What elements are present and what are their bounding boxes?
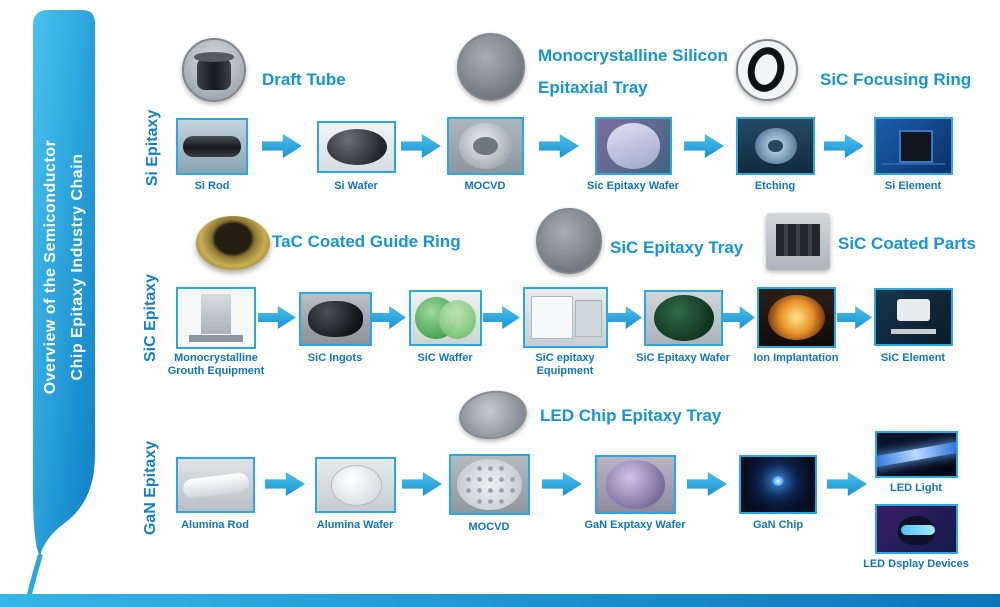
- step-label-etching: Etching: [754, 180, 796, 192]
- callout-label-mono-si-epitaxial-tray: Monocrystalline Silicon Epitaxial Tray: [538, 46, 728, 97]
- arrow-icon: [262, 134, 302, 158]
- callout-label-led-chip-epitaxy-tray: LED Chip Epitaxy Tray: [540, 406, 722, 425]
- arrow-icon: [402, 472, 442, 496]
- si-element-photo: [874, 117, 953, 175]
- arrow-icon: [687, 472, 727, 496]
- arrow-icon: [542, 472, 582, 496]
- arrow-icon: [608, 306, 642, 329]
- sic-element-photo: [874, 288, 953, 346]
- sic-ingots-photo: [299, 292, 372, 346]
- callout-label-tac-coated-guide-ring: TaC Coated Guide Ring: [272, 232, 461, 251]
- step-label-mocvd-row1: MOCVD: [464, 180, 506, 192]
- sic-epitaxy-equipment-photo: [523, 287, 608, 348]
- step-label-alumina-wafer: Alumina Wafer: [316, 519, 394, 531]
- step-label-mono-growth-equipment: Monocrystalline Grouth Equipment: [167, 352, 265, 377]
- monocrystalline-silicon-epitaxial-tray-photo: [457, 33, 525, 101]
- arrow-icon: [723, 306, 755, 329]
- si-rod-photo: [176, 118, 248, 175]
- sic-epitaxy-wafer-photo-row1: [595, 117, 672, 175]
- si-wafer-photo: [317, 121, 396, 173]
- row-label-gan-epitaxy: GaN Epitaxy: [142, 440, 159, 536]
- bottom-accent-bar: [0, 594, 1000, 607]
- step-label-sic-ingots: SiC Ingots: [307, 352, 363, 364]
- step-label-si-rod: Si Rod: [194, 180, 230, 192]
- arrow-icon: [371, 306, 406, 329]
- banner-title: Overview of the Semiconductor Chip Epita…: [37, 7, 91, 527]
- sic-wafer-photo: [409, 290, 482, 346]
- alumina-wafer-photo: [315, 457, 396, 513]
- alumina-rod-photo: [176, 457, 255, 513]
- step-label-gan-chip: GaN Chip: [752, 519, 804, 531]
- draft-tube-photo: [182, 38, 246, 102]
- step-label-sic-epitaxy-wafer-row2: SiC Epitaxy Wafer: [636, 352, 730, 364]
- step-label-sic-element: SiC Element: [880, 352, 946, 364]
- led-light-photo: [875, 431, 958, 478]
- sic-epitaxy-tray-photo: [536, 208, 602, 274]
- arrow-icon: [824, 134, 864, 158]
- step-label-si-wafer: Si Wafer: [334, 180, 378, 192]
- led-display-devices-photo: [875, 504, 958, 554]
- arrow-icon: [265, 472, 305, 496]
- step-label-sic-epitaxy-wafer-row1: Sic Epitaxy Wafer: [587, 180, 679, 192]
- banner-title-line2: Chip Epitaxy Industry Chain: [69, 153, 86, 381]
- callout-label-draft-tube: Draft Tube: [262, 70, 346, 89]
- sic-epitaxy-wafer-photo-row2: [644, 290, 723, 346]
- arrow-icon: [483, 306, 520, 329]
- etching-photo: [736, 117, 815, 175]
- led-chip-epitaxy-tray-photo: [455, 386, 531, 444]
- step-label-si-element: Si Element: [884, 180, 942, 192]
- callout-label-sic-focusing-ring: SiC Focusing Ring: [820, 70, 972, 89]
- arrow-icon: [684, 134, 724, 158]
- arrow-icon: [539, 134, 579, 158]
- row-label-sic-epitaxy: SiC Epitaxy: [142, 273, 159, 363]
- arrow-icon: [258, 306, 296, 329]
- arrow-icon: [837, 306, 872, 329]
- mocvd-photo-row3: [449, 454, 530, 515]
- callout-label-sic-epitaxy-tray: SiC Epitaxy Tray: [610, 238, 744, 257]
- step-label-mocvd-row3: MOCVD: [468, 521, 510, 533]
- step-label-sic-epitaxy-equipment: SiC epitaxy Equipment: [535, 352, 595, 377]
- step-label-ion-implantation: Ion Implantation: [753, 352, 839, 364]
- tac-coated-guide-ring-photo: [196, 216, 270, 270]
- step-label-gan-epitaxy-wafer: GaN Exptaxy Wafer: [584, 519, 686, 531]
- step-label-alumina-rod: Alumina Rod: [181, 519, 249, 531]
- row-label-si-epitaxy: Si Epitaxy: [144, 109, 161, 187]
- gan-chip-photo: [739, 455, 817, 514]
- sic-focusing-ring-photo: [736, 39, 798, 101]
- mocvd-photo-row1: [447, 117, 524, 175]
- banner-title-line1: Overview of the Semiconductor: [42, 139, 59, 395]
- gan-epitaxy-wafer-photo: [595, 455, 676, 514]
- sic-coated-parts-photo: [766, 213, 830, 270]
- output-label-led-light: LED Light: [890, 482, 942, 494]
- callout-label-sic-coated-parts: SiC Coated Parts: [838, 234, 976, 253]
- step-label-sic-wafer: SiC Waffer: [417, 352, 473, 364]
- ion-implantation-photo: [757, 287, 836, 348]
- monocrystalline-growth-equipment-photo: [176, 287, 256, 349]
- output-label-led-display-devices: LED Dsplay Devices: [863, 558, 969, 570]
- arrow-icon: [401, 134, 441, 158]
